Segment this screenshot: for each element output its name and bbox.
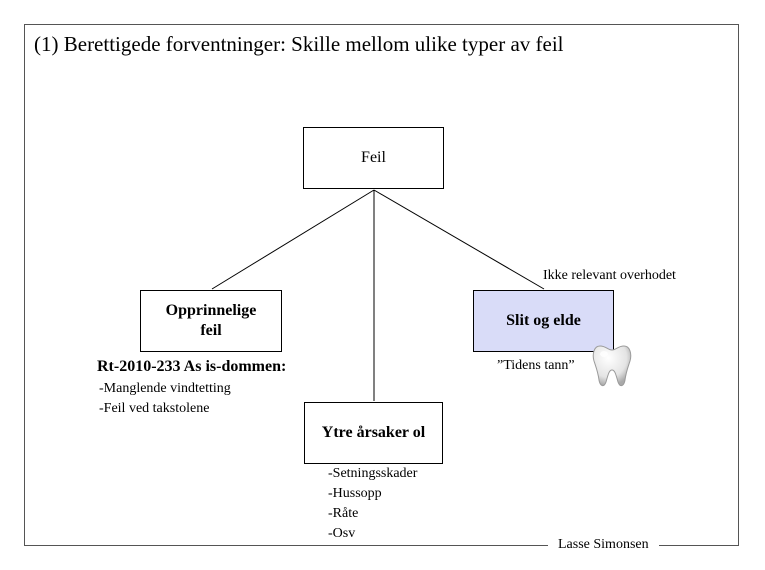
- list-item: -Manglende vindtetting: [99, 381, 231, 396]
- list-item: -Feil ved takstolene: [99, 401, 210, 416]
- node-slit-og-elde: Slit og elde: [473, 290, 614, 352]
- annotation-ikke-relevant: Ikke relevant overhodet: [543, 268, 676, 283]
- annotation-tidens-tann: ”Tidens tann”: [497, 358, 575, 373]
- tooth-icon: [590, 342, 634, 395]
- author-footer: Lasse Simonsen: [548, 537, 659, 553]
- node-opprinnelige-feil: Opprinnelige feil: [140, 290, 282, 352]
- node-feil: Feil: [303, 127, 444, 189]
- node-left-label-line1: Opprinnelige: [165, 302, 257, 319]
- annotation-ytre-list: -Setningsskader -Hussopp -Råte -Osv: [328, 464, 417, 544]
- annotation-case-list: -Manglende vindtetting -Feil ved takstol…: [99, 379, 231, 419]
- connector-right: [373, 189, 545, 290]
- node-right-label: Slit og elde: [506, 312, 581, 329]
- annotation-case-heading: Rt-2010-233 As is-dommen:: [97, 358, 287, 375]
- node-middle-label: Ytre årsaker ol: [321, 424, 426, 441]
- list-item: -Hussopp: [328, 486, 382, 501]
- list-item: -Råte: [328, 506, 359, 521]
- list-item: -Setningsskader: [328, 466, 418, 481]
- node-feil-label: Feil: [361, 149, 386, 166]
- node-left-label-line2: feil: [200, 322, 222, 339]
- list-item: -Osv: [328, 526, 356, 541]
- slide-frame: [24, 24, 739, 546]
- connector-left: [211, 189, 375, 290]
- slide-title: (1) Berettigede forventninger: Skille me…: [34, 32, 564, 56]
- node-ytre-arsaker: Ytre årsaker ol: [304, 402, 443, 464]
